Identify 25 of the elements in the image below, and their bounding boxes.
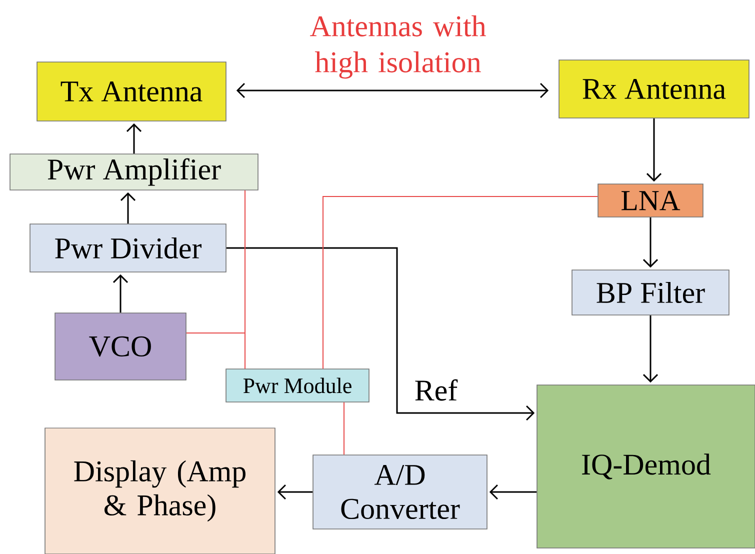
- block-box: Pwr Divider: [30, 224, 226, 272]
- arrow: [277, 484, 313, 500]
- connector-line: [322, 196, 598, 370]
- arrow: [120, 192, 136, 224]
- arrow: [112, 274, 128, 313]
- connector-line: [186, 332, 246, 370]
- block-box: BP Filter: [572, 270, 730, 316]
- block-box: Pwr Amplifier: [10, 154, 258, 190]
- arrow: [126, 123, 142, 154]
- block-box: Tx Antenna: [36, 62, 226, 122]
- edge-label: Ref: [413, 378, 459, 402]
- arrow: [236, 82, 549, 98]
- arrow: [642, 217, 658, 268]
- block-box: LNA: [598, 184, 704, 218]
- arrow: [642, 315, 658, 383]
- block-box: Display (Amp & Phase): [44, 428, 276, 554]
- block-box: Rx Antenna: [558, 60, 750, 118]
- block-box: IQ-Demod: [536, 384, 755, 548]
- arrow: [489, 484, 537, 500]
- arrow: [646, 118, 662, 182]
- block-box: Pwr Module: [226, 368, 370, 402]
- arrow: [226, 247, 535, 421]
- block-box: A/D Converter: [312, 454, 488, 530]
- block-box: VCO: [54, 312, 186, 380]
- annotation-text: Antennas with high isolation: [310, 15, 486, 79]
